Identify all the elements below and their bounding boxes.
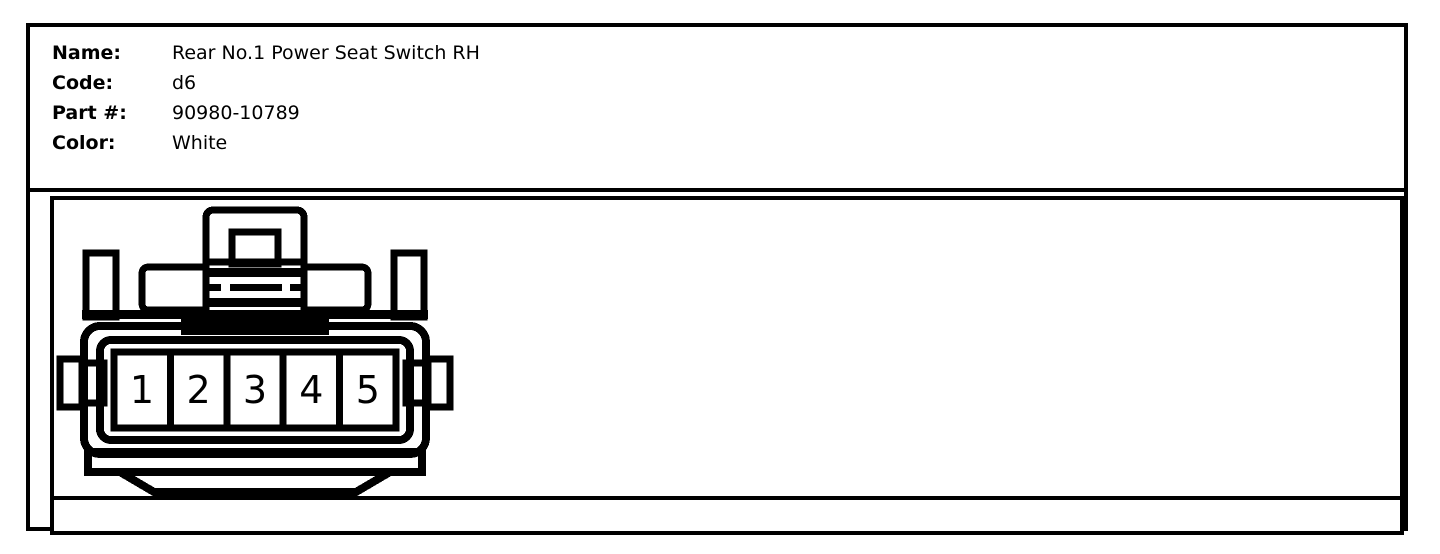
- spec-label-code: Code:: [52, 72, 114, 94]
- cavity-label-4: 4: [299, 368, 323, 412]
- connector-diagram-area: 1 2 3 4 5: [50, 196, 1404, 496]
- side-tab-right: [390, 249, 428, 321]
- shoulder-block-left: [138, 263, 210, 314]
- upper-ledge-bar: [82, 310, 428, 319]
- cavity-label-3: 3: [243, 368, 267, 412]
- latch-rib-bottom: [209, 298, 301, 307]
- spec-label-name: Name:: [52, 42, 122, 64]
- diagram-footer-strip: [50, 496, 1404, 535]
- spec-value-color: White: [172, 132, 228, 154]
- cavity-label-2: 2: [187, 368, 211, 412]
- spec-row-part-number: Part #: 90980-10789: [52, 98, 1404, 128]
- spec-label-part-number: Part #:: [52, 102, 127, 124]
- spec-row-color: Color: White: [52, 128, 1404, 158]
- latch-rib-top: [209, 268, 301, 277]
- side-tab-left: [82, 249, 120, 321]
- latch-inner-window: [228, 228, 282, 268]
- connector-diagram: 1 2 3 4 5: [56, 206, 454, 496]
- side-lock-lug-left-inner: [78, 359, 108, 407]
- latch-outer-shell: [202, 206, 308, 266]
- spec-label-color: Color:: [52, 132, 116, 154]
- bottom-skirt: [117, 468, 393, 496]
- outer-frame: Name: Rear No.1 Power Seat Switch RH Cod…: [26, 23, 1408, 535]
- latch-rib-mid-right: [290, 284, 302, 291]
- spec-value-code: d6: [172, 72, 197, 94]
- cavity-grid-outline: [110, 348, 400, 432]
- side-lock-lug-right-outer: [424, 355, 454, 411]
- spec-row-code: Code: d6: [52, 68, 1404, 98]
- connector-body-inner-wall: [96, 336, 414, 444]
- shoulder-block-right: [300, 263, 372, 314]
- lower-flange: [84, 448, 426, 476]
- cavity-label-5: 5: [356, 368, 380, 412]
- spec-row-name: Name: Rear No.1 Power Seat Switch RH: [52, 38, 1404, 68]
- cavity-label-1: 1: [130, 368, 154, 412]
- spec-value-part-number: 90980-10789: [172, 102, 300, 124]
- spec-value-name: Rear No.1 Power Seat Switch RH: [172, 42, 480, 64]
- spec-header: Name: Rear No.1 Power Seat Switch RH Cod…: [30, 27, 1404, 192]
- latch-rib-mid-left: [209, 284, 221, 291]
- pin-cavity-grid: 1 2 3 4 5: [110, 348, 400, 432]
- latch-rib-mid-center: [230, 284, 282, 291]
